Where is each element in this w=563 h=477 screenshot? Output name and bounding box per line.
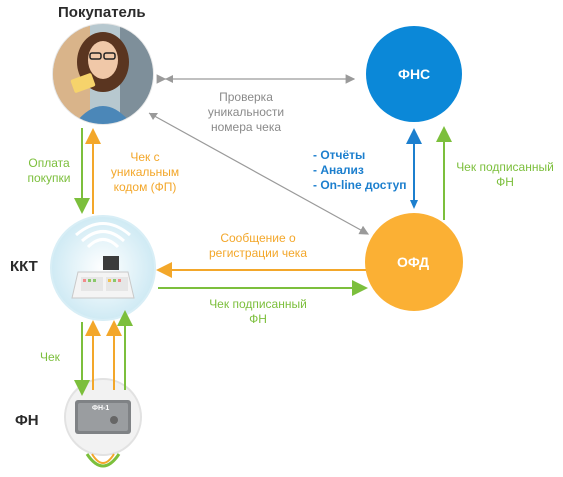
label-payment: Оплата покупки — [27, 156, 71, 185]
ofd-label: ОФД — [397, 254, 430, 270]
fn-loop-arrow-inner — [91, 453, 115, 464]
buyer-photo — [52, 23, 154, 125]
label-signed-fn-bottom: Чек подписанный ФН — [209, 297, 307, 326]
label-check: Чек — [40, 350, 60, 364]
label-signed-fn-right: Чек подписанный ФН — [456, 160, 554, 189]
fn-device — [64, 378, 142, 456]
kkt-device — [50, 215, 156, 321]
label-reports: - Отчёты - Анализ - On-line доступ — [313, 148, 407, 192]
fn-device-label: ФН-1 — [92, 405, 110, 412]
label-registration: Сообщение о регистрации чека — [209, 231, 307, 260]
arrow-buyer-ofd — [148, 112, 370, 235]
fns-node — [366, 26, 462, 122]
fns-label: ФНС — [398, 66, 431, 82]
fn-loop-arrow — [85, 453, 121, 468]
ofd-node — [365, 213, 463, 311]
fn-title: ФН — [15, 412, 39, 429]
buyer-title: Покупатель — [58, 4, 146, 21]
label-receipt-fp: Чек с уникальным кодом (ФП) — [110, 150, 180, 194]
label-check-uniqueness: Проверка уникальности номера чека — [207, 90, 285, 134]
kkt-title: ККТ — [10, 258, 38, 275]
